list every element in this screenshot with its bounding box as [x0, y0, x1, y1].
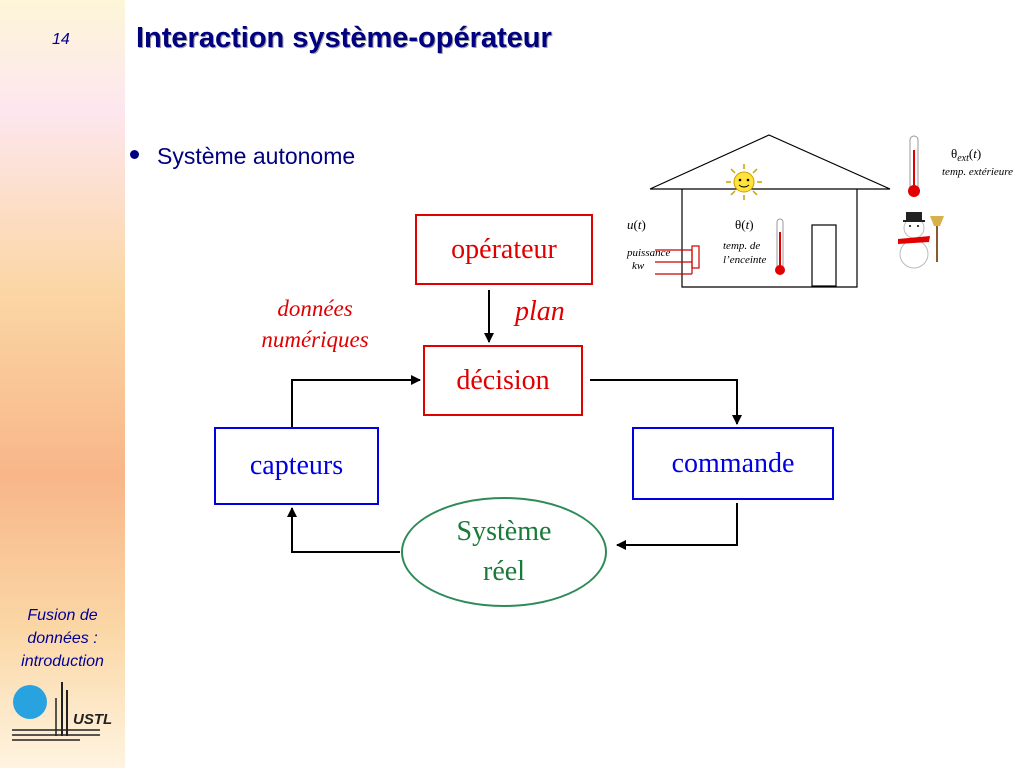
door-icon	[811, 224, 837, 287]
footer-caption: Fusion de données : introduction	[0, 604, 125, 673]
node-commande: commande	[632, 427, 834, 500]
slide-title: Interaction système-opérateur	[136, 22, 552, 54]
house-roof	[649, 134, 891, 190]
node-operateur-label: opérateur	[451, 233, 557, 265]
node-systeme-line2: réel	[483, 556, 525, 587]
house-walls	[681, 189, 858, 288]
node-operateur: opérateur	[415, 214, 593, 285]
footer-line-3: introduction	[21, 653, 104, 670]
sidebar-band	[0, 0, 125, 768]
house-theta-label: θ(t)	[735, 217, 754, 232]
footer-line-1: Fusion de	[27, 607, 98, 624]
bullet-item: Système autonome	[130, 143, 355, 170]
house-kw-label: kw	[632, 260, 645, 272]
house-puissance-label: puissance	[626, 247, 671, 259]
slide-number: 14	[52, 31, 70, 48]
sun-icon	[726, 164, 762, 200]
label-donnees-line1: données	[277, 296, 353, 321]
logo-text: USTL	[73, 711, 112, 728]
house-theta-ext-label: θext(t)	[951, 146, 981, 164]
node-capteurs-label: capteurs	[249, 450, 344, 481]
house-u-label: u(t)	[627, 217, 646, 232]
footer-line-2: données :	[27, 630, 98, 647]
arrow-decision-to-commande	[590, 379, 742, 425]
thermometer-ext-icon	[908, 135, 920, 197]
house-temp-ext-label: temp. extérieure	[942, 166, 1013, 178]
thermometer-icon	[775, 218, 785, 275]
house-temp-de-label: temp. de	[723, 240, 760, 252]
arrow-capteurs-to-decision	[291, 375, 421, 427]
arrow-systeme-to-capteurs	[287, 507, 400, 553]
label-donnees-line2: numériques	[261, 327, 369, 352]
bullet-text: Système autonome	[157, 143, 356, 169]
node-capteurs: capteurs	[214, 427, 379, 505]
house-enceinte-label: l’enceinte	[723, 254, 766, 266]
node-systeme-reel: Système réel	[401, 497, 607, 607]
snowman-icon	[898, 212, 944, 269]
ustl-logo: USTL	[12, 682, 112, 741]
heater-icon	[655, 245, 700, 275]
bullet-dot-icon	[130, 150, 139, 160]
node-decision: décision	[423, 345, 583, 416]
label-donnees-numeriques: données numériques	[240, 293, 390, 355]
label-plan: plan	[515, 296, 565, 327]
node-systeme-line1: Système	[456, 516, 552, 547]
arrow-commande-to-systeme	[616, 503, 738, 550]
node-decision-label: décision	[456, 364, 550, 396]
node-commande-label: commande	[671, 447, 795, 479]
